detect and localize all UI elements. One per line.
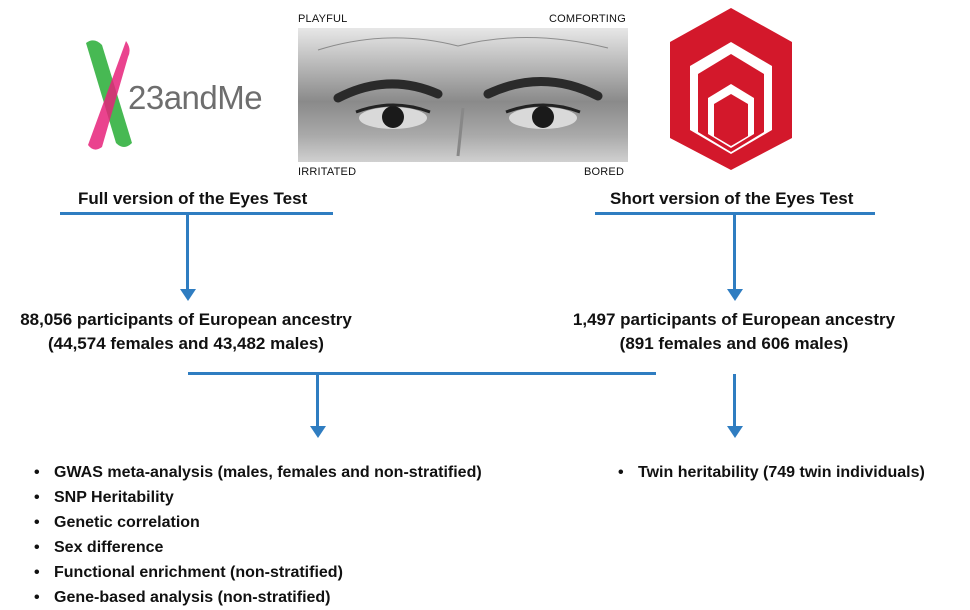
- list-item: Sex difference: [30, 535, 482, 560]
- 23andme-brand-text: 23andMe: [128, 79, 263, 116]
- right-heading-underline: [595, 212, 875, 215]
- 23andme-logo: 23andMe: [80, 35, 280, 155]
- right-analysis-list: Twin heritability (749 twin individuals): [614, 460, 925, 485]
- emotion-label-playful: PLAYFUL: [298, 13, 348, 25]
- list-item: GWAS meta-analysis (males, females and n…: [30, 460, 482, 485]
- emotion-label-irritated: IRRITATED: [298, 166, 357, 178]
- eyes-test-photo: [298, 28, 628, 162]
- right-arrow-head-icon: [727, 289, 743, 301]
- red-hexagon-logo-icon: [670, 8, 792, 170]
- left-arrow-head-icon: [180, 289, 196, 301]
- right-analysis-arrow-head-icon: [727, 426, 743, 438]
- 23andme-x-logo-icon: [86, 40, 132, 150]
- right-heading: Short version of the Eyes Test: [610, 189, 854, 208]
- eyes-image-icon: [317, 36, 609, 157]
- left-count-block: 88,056 participants of European ancestry…: [0, 308, 372, 356]
- list-item: SNP Heritability: [30, 485, 482, 510]
- right-count-line2: (891 females and 606 males): [619, 334, 849, 353]
- left-count-line1: 88,056 participants of European ancestry: [20, 310, 352, 329]
- list-item: Functional enrichment (non-stratified): [30, 560, 482, 585]
- left-analysis-arrow-shaft: [316, 374, 319, 428]
- left-count-line2: (44,574 females and 43,482 males): [48, 334, 324, 353]
- left-analysis-arrow-head-icon: [310, 426, 326, 438]
- emotion-label-bored: BORED: [584, 166, 625, 178]
- right-arrow-shaft: [733, 215, 736, 291]
- right-analysis-arrow-shaft: [733, 374, 736, 428]
- right-count-block: 1,497 participants of European ancestry …: [553, 308, 915, 356]
- emotion-label-comforting: COMFORTING: [549, 13, 626, 25]
- red-hexagon-logo: [668, 6, 794, 172]
- left-heading: Full version of the Eyes Test: [78, 189, 308, 208]
- right-count-line1: 1,497 participants of European ancestry: [572, 310, 896, 329]
- list-item: Gene-based analysis (non-stratified): [30, 585, 482, 610]
- left-analysis-list: GWAS meta-analysis (males, females and n…: [30, 460, 482, 610]
- list-item: Genetic correlation: [30, 510, 482, 535]
- left-arrow-shaft: [186, 215, 189, 291]
- list-item: Twin heritability (749 twin individuals): [614, 460, 925, 485]
- merge-connector-line: [188, 372, 656, 375]
- left-heading-underline: [60, 212, 333, 215]
